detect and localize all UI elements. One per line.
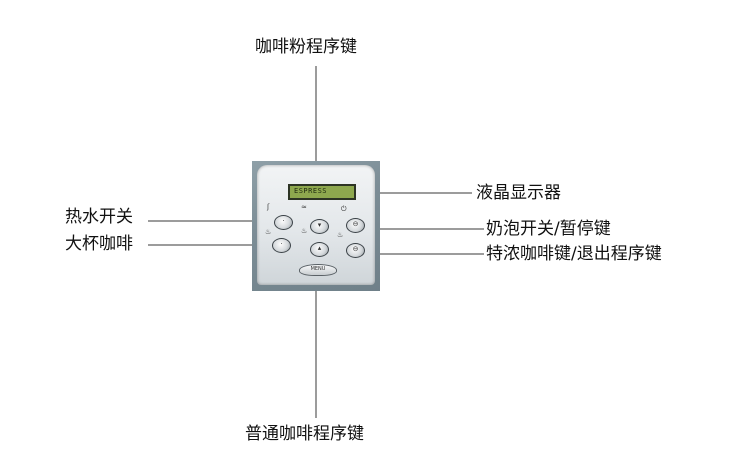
regular-coffee-icon: ♨ <box>301 227 308 235</box>
menu-button[interactable]: MENU <box>299 264 337 276</box>
lcd-text: ESPRESS <box>294 187 328 195</box>
regular-coffee-program-button[interactable]: ▴ <box>310 242 329 257</box>
hot-water-button-icon: · <box>282 217 285 225</box>
power-icon: ⏻ <box>341 205 347 213</box>
hot-water-button[interactable]: · <box>274 215 293 230</box>
label-large-cup-coffee: 大杯咖啡 <box>65 234 133 254</box>
milk-foam-pause-button[interactable]: ⊖ <box>346 218 365 233</box>
hot-water-icon: ʃ <box>267 203 270 211</box>
label-strong-coffee-exit-program-key: 特浓咖啡键/退出程序键 <box>486 244 662 264</box>
strong-coffee-icon: ♨ <box>337 231 344 239</box>
large-cup-button-icon: · <box>280 240 283 248</box>
milk-foam-button-icon: ⊖ <box>352 220 359 228</box>
large-cup-coffee-button[interactable]: · <box>272 238 291 253</box>
label-regular-coffee-program-key: 普通咖啡程序键 <box>245 424 364 444</box>
label-hot-water-switch: 热水开关 <box>65 207 133 227</box>
large-cup-icon: ♨ <box>265 228 272 236</box>
label-lcd-display: 液晶显示器 <box>476 183 561 203</box>
lcd-screen: ESPRESS <box>288 184 356 200</box>
strong-coffee-button-icon: ⊖ <box>352 245 359 253</box>
regular-coffee-button-icon: ▴ <box>317 244 322 252</box>
ground-coffee-program-button[interactable]: ▾ <box>310 219 329 234</box>
ground-coffee-icon: ≈ <box>301 203 307 211</box>
menu-button-label: MENU <box>310 266 326 272</box>
control-panel-photo: ESPRESS ʃ ≈ ⏻ ♨ ♨ ♨ · ▾ ⊖ · ▴ ⊖ MENU <box>252 161 380 291</box>
label-milk-foam-switch-pause-key: 奶泡开关/暂停键 <box>486 219 611 239</box>
strong-coffee-exit-button[interactable]: ⊖ <box>346 243 365 258</box>
label-ground-coffee-program-key: 咖啡粉程序键 <box>255 37 357 57</box>
control-panel-face: ESPRESS ʃ ≈ ⏻ ♨ ♨ ♨ · ▾ ⊖ · ▴ ⊖ MENU <box>257 165 375 285</box>
ground-coffee-button-icon: ▾ <box>317 221 322 229</box>
